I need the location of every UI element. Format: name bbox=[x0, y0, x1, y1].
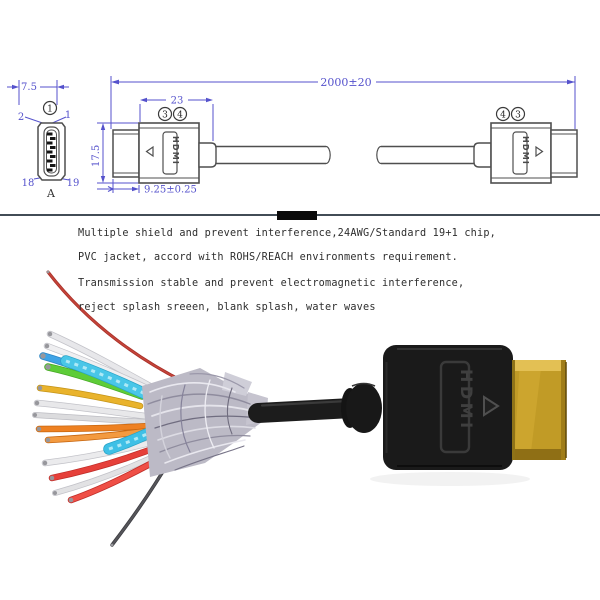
balloon-1-number: 1 bbox=[47, 104, 53, 114]
drawing-neck-right bbox=[473, 142, 492, 168]
gold-plug bbox=[512, 360, 567, 460]
balloon-3-number: 3 bbox=[162, 110, 168, 120]
triangle-marker-right bbox=[535, 145, 544, 158]
body-length-label: 23 bbox=[171, 96, 184, 107]
pin-label-1: 1 bbox=[65, 110, 71, 121]
description-line-1: Multiple shield and prevent interference… bbox=[78, 228, 497, 239]
drawing-cable-right bbox=[381, 145, 474, 165]
balloon-1 bbox=[42, 100, 58, 116]
overall-length-label: 2000±20 bbox=[320, 76, 371, 89]
drawing-plug-right bbox=[550, 129, 578, 178]
front-width-label: 7.5 bbox=[21, 82, 37, 93]
pin-label-2: 2 bbox=[18, 112, 24, 123]
drawing-logo-box-left bbox=[162, 131, 178, 175]
cable-photo: HDMI bbox=[32, 270, 567, 547]
dimension-overall-length: 2000±20 bbox=[110, 76, 576, 129]
description-line-2: PVC jacket, accord with ROHS/REACH envir… bbox=[78, 252, 459, 263]
balloon-4-number: 4 bbox=[177, 110, 183, 120]
balloon-4r-number: 4 bbox=[500, 110, 506, 120]
strain-relief bbox=[341, 382, 382, 433]
hdmi-logo-emboss-box bbox=[439, 360, 471, 454]
drawing-logo-left: HDMI bbox=[171, 136, 180, 165]
connector-side-view-left: 23 3 4 17.5 9.25±0.25 H bbox=[91, 96, 331, 196]
cable-jacket bbox=[248, 398, 362, 423]
hdmi-logo-emboss: HDMI bbox=[457, 369, 476, 432]
pin-label-18: 18 bbox=[22, 178, 35, 189]
drawing-cable-left bbox=[216, 145, 326, 165]
divider-tab bbox=[277, 211, 317, 220]
technical-drawing: 2000±20 7.5 1 bbox=[7, 76, 578, 200]
orientation-triangle bbox=[483, 395, 500, 417]
view-label-A: A bbox=[46, 187, 56, 200]
section-divider bbox=[0, 211, 600, 220]
connector-front-view: 7.5 1 2 1 18 19 A bbox=[7, 80, 79, 200]
braid-shield bbox=[142, 368, 268, 477]
drawing-logo-box-right bbox=[512, 131, 528, 175]
front-pins bbox=[47, 132, 56, 172]
connector-side-view-right: 4 3 HDMI bbox=[376, 106, 578, 184]
description-line-3: Transmission stable and prevent electrom… bbox=[78, 278, 465, 289]
drawing-logo-right: HDMI bbox=[521, 136, 530, 165]
balloon-3r bbox=[510, 106, 526, 122]
balloon-3r-number: 3 bbox=[515, 110, 521, 120]
balloon-4r bbox=[495, 106, 511, 122]
pin-label-19: 19 bbox=[67, 178, 80, 189]
drawing-neck-left bbox=[198, 142, 217, 168]
description-line-4: reject splash sreeen, blank splash, wate… bbox=[78, 302, 376, 313]
balloon-4 bbox=[172, 106, 188, 122]
balloon-3 bbox=[157, 106, 173, 122]
plug-length-label: 9.25±0.25 bbox=[144, 185, 197, 196]
triangle-marker-left bbox=[145, 145, 154, 158]
height-label: 17.5 bbox=[91, 145, 102, 167]
connector-body: HDMI bbox=[383, 345, 513, 470]
connector-shadow bbox=[370, 472, 530, 486]
drawing-plug-left bbox=[112, 129, 140, 178]
